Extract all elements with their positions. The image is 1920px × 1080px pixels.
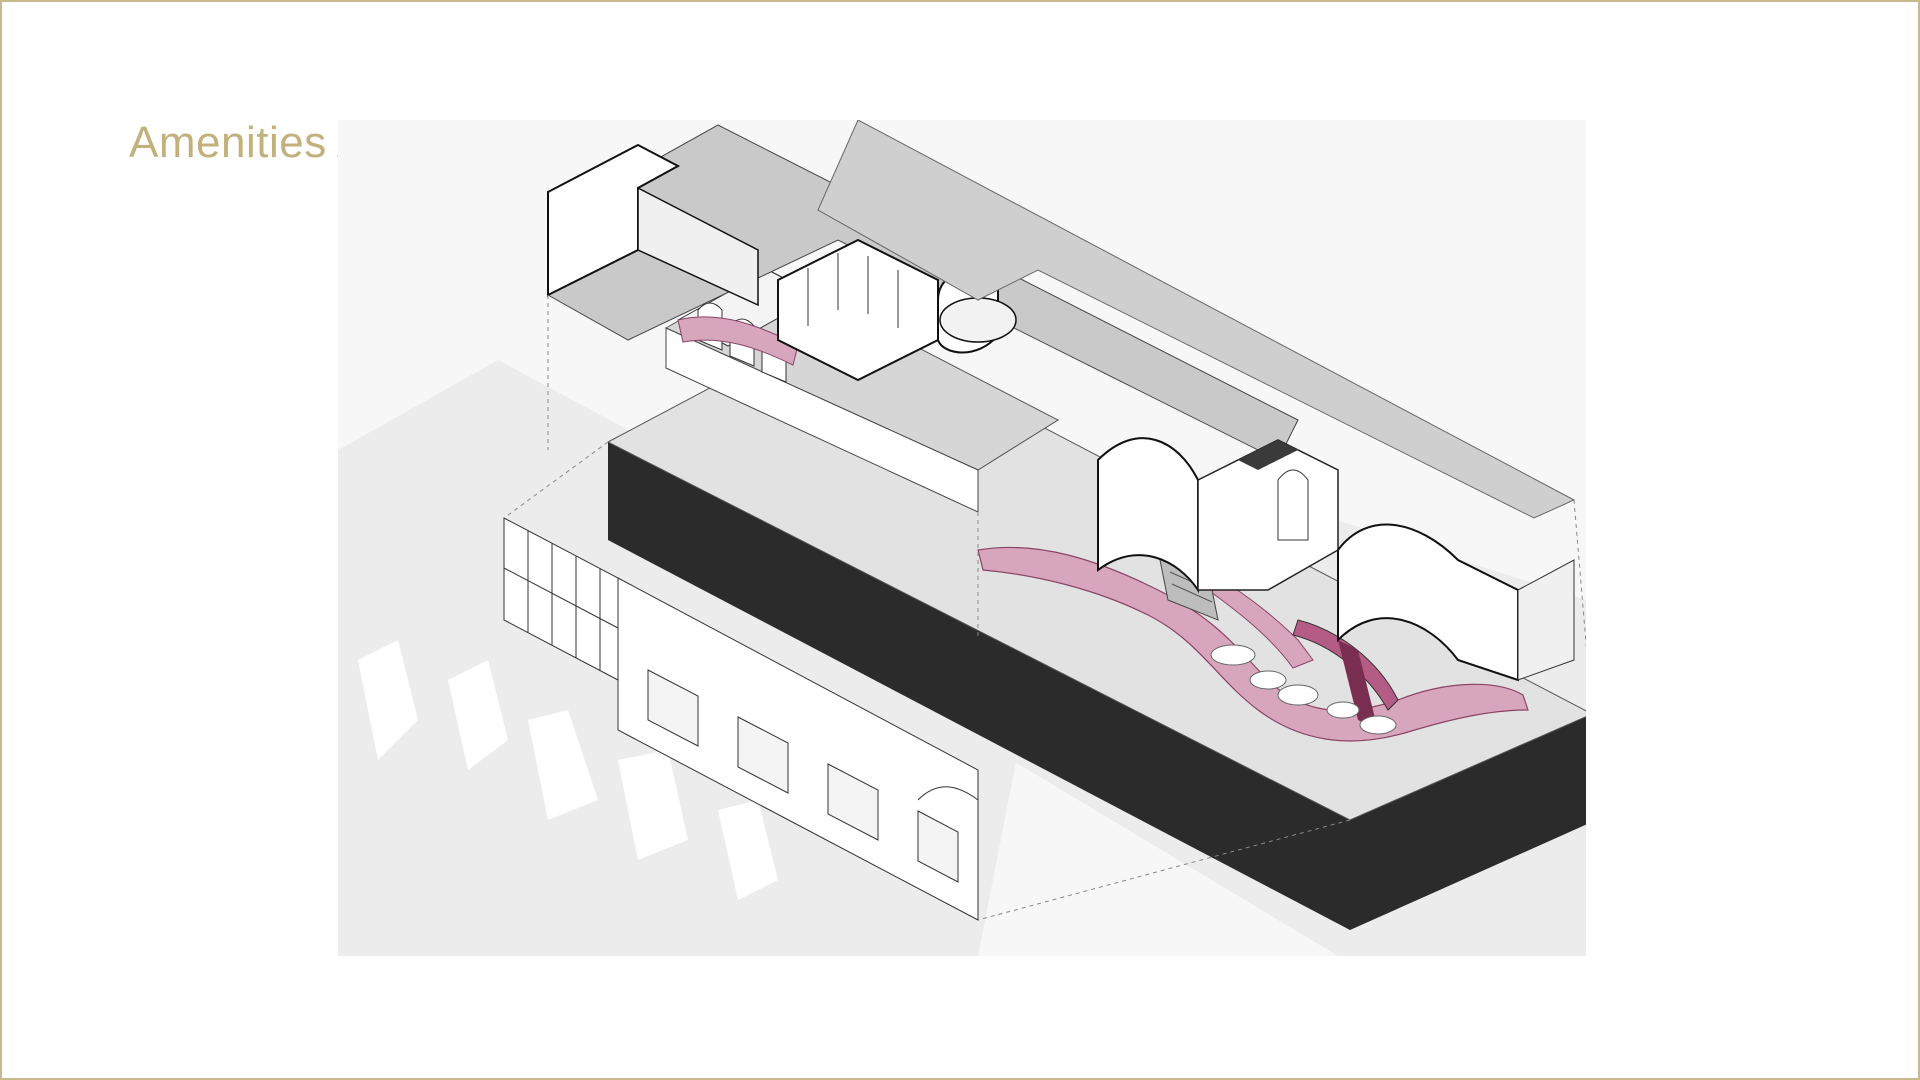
amenities-axon-drawing (338, 120, 1586, 956)
pink-circulation-path (977, 546, 1529, 742)
black-base (608, 442, 1586, 930)
landscape-rocks (1210, 644, 1397, 735)
front-facade-elevation (503, 517, 979, 921)
projection-lines (503, 295, 1586, 921)
right-curved-walls (1097, 437, 1575, 682)
